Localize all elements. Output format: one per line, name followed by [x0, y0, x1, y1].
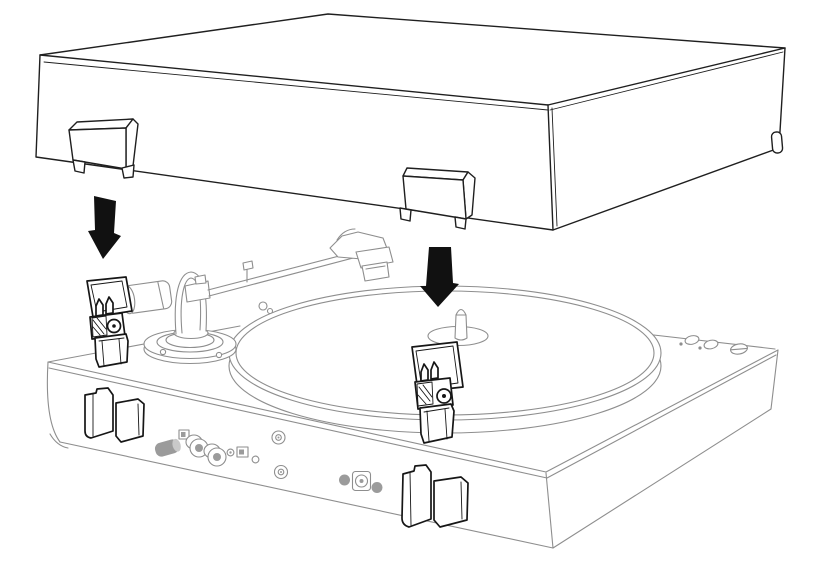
- hinge-right-body-lines: [423, 407, 450, 442]
- ground-terminal: [154, 438, 181, 457]
- install-arrow-right: [420, 247, 459, 307]
- antiskate-knob: [258, 301, 268, 311]
- hinge-left: [86, 276, 133, 368]
- rear-hinge-socket-left: [84, 387, 145, 443]
- panel-screw-top: [271, 430, 286, 445]
- hinge-left-pivot-pin: [112, 324, 116, 328]
- cover-front-right-edge: [547, 104, 554, 231]
- hinge-right-plate-inner: [415, 345, 459, 389]
- hinge-left-body-lines: [98, 337, 125, 367]
- cover-front-top-edge: [39, 54, 549, 106]
- hinge-right-prong-a: [420, 363, 429, 382]
- hinge-left-body: [94, 333, 129, 368]
- headshell-cartridge: [329, 228, 394, 282]
- plinth-left-side: [46, 361, 61, 443]
- hinge-right-hatch: [416, 381, 434, 407]
- hinge-right-pivot-pin: [442, 394, 446, 398]
- cover-hinge-bracket-left: [68, 118, 139, 179]
- mounting-hardware: [84, 276, 469, 528]
- hinge-left-prong-a: [95, 298, 104, 317]
- dust-cover: [35, 13, 786, 231]
- cue-lever: [242, 260, 254, 283]
- dc-screw-left: [339, 474, 350, 486]
- panel-screw-bottom: [273, 464, 289, 480]
- line-phono-switch: [226, 446, 260, 464]
- speed-buttons: [679, 335, 719, 350]
- dc-power-jack: [351, 470, 372, 492]
- base-screw-left: [159, 348, 167, 356]
- hinge-left-plate-inner: [90, 280, 128, 313]
- cover-lock-tab: [770, 131, 784, 154]
- spindle: [454, 308, 468, 341]
- dc-screw-right: [371, 482, 383, 493]
- plinth-bottom-right-edge: [552, 408, 772, 549]
- cover-front-right-edge-inner: [551, 107, 558, 227]
- cover-top-right-edge-inner: [549, 51, 784, 111]
- tonearm: [120, 228, 394, 365]
- hinge-left-prong-b: [105, 296, 114, 315]
- hinge-right-prong-b: [430, 361, 439, 380]
- cover-front-top-edge-inner: [43, 61, 549, 111]
- hinge-left-hatch: [91, 315, 108, 338]
- cover-top-right-edge: [547, 47, 786, 106]
- finger-lift: [336, 228, 356, 241]
- plinth-right-edge: [770, 349, 779, 410]
- rear-hinge-socket-right: [401, 464, 469, 528]
- plinth-corner-edge: [545, 472, 554, 549]
- power-button: [730, 343, 748, 355]
- plinth: [46, 325, 779, 549]
- stylus-block: [361, 261, 390, 282]
- switch-small-left: [178, 429, 190, 440]
- stylus-line: [365, 265, 386, 270]
- rear-connectors: [154, 429, 383, 493]
- control-buttons: [679, 335, 748, 355]
- install-arrow-left: [88, 196, 121, 259]
- rca-jacks: [185, 434, 227, 467]
- plinth-bevel-outer: [47, 349, 779, 473]
- base-screw-right: [215, 351, 223, 359]
- antiskate-knob-small: [266, 307, 274, 315]
- plinth-left-corner-line: [49, 433, 69, 449]
- support-arch-inner: [180, 277, 202, 334]
- install-arrows: [88, 196, 459, 307]
- plinth-bottom-left-edge: [59, 441, 554, 549]
- cover-hinge-bracket-center: [399, 167, 476, 230]
- hinge-right: [411, 341, 464, 444]
- bearing-top: [194, 274, 207, 285]
